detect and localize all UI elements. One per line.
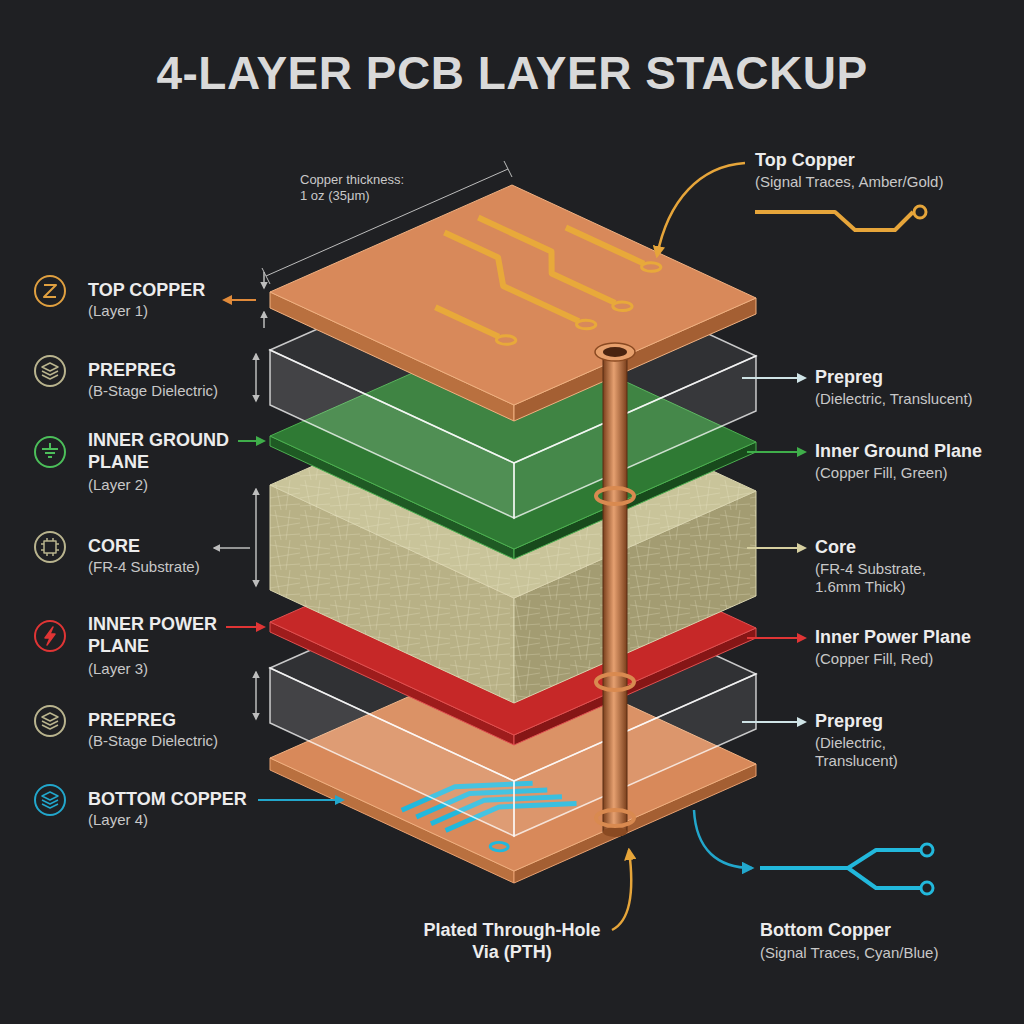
- trace-pad: [487, 841, 512, 852]
- icon-circle: [35, 276, 65, 306]
- via-ring: [596, 488, 634, 504]
- trace-pad: [638, 261, 665, 273]
- leader-arrow: [742, 721, 805, 723]
- layer-name: Inner Power Plane: [815, 627, 971, 649]
- plated-via: [595, 343, 635, 837]
- layer-name: Inner Ground Plane: [815, 441, 982, 463]
- leader-arrow: [238, 440, 264, 442]
- trace-pad: [921, 882, 933, 894]
- layer-note: (Dielectric, Translucent): [815, 734, 925, 770]
- layer-name: BOTTOM COPPER: [88, 789, 247, 811]
- dimension-tick: [263, 312, 265, 328]
- layer-note: (Signal Traces, Cyan/Blue): [760, 944, 938, 962]
- layer-icon: [42, 792, 58, 808]
- dimension-line: [262, 161, 512, 284]
- layer-icon: [42, 363, 58, 379]
- layer-name: Bottom Copper: [760, 920, 891, 942]
- layer-note: (Copper Fill, Red): [815, 650, 933, 668]
- icon-circle: [35, 437, 65, 467]
- layer-name: Top Copper: [755, 150, 855, 172]
- leader-arrow: [657, 163, 745, 256]
- icon-circle: [35, 621, 65, 651]
- height-arrow: [255, 672, 257, 719]
- right-leaders: [612, 163, 805, 930]
- trace-pad: [921, 844, 933, 856]
- via-end: [603, 827, 627, 837]
- layer-name: INNER GROUND PLANE: [88, 430, 238, 473]
- via-label: Plated Through-Hole Via (PTH): [415, 920, 610, 963]
- leader-arrow: [694, 810, 752, 868]
- layer-note: (Copper Fill, Green): [815, 464, 948, 482]
- layer-note: (Signal Traces, Amber/Gold): [755, 173, 943, 191]
- layer-note: (B-Stage Dielectric): [88, 382, 218, 400]
- trace-icon: [755, 206, 933, 894]
- layer-icon: [42, 443, 58, 457]
- layer-name: PREPREG: [88, 710, 176, 732]
- layer-note: (Layer 4): [88, 811, 148, 829]
- leader-arrow: [214, 547, 250, 549]
- layer-name: TOP COPPER: [88, 280, 205, 302]
- layer-name: Core: [815, 537, 856, 559]
- via-ring: [596, 810, 634, 826]
- via-barrel: [603, 352, 627, 832]
- via-ring: [596, 674, 634, 690]
- layer-note: (FR-4 Substrate): [88, 558, 200, 576]
- top-copper-layer: [270, 185, 756, 421]
- layer-icon: [44, 285, 56, 297]
- layer-face: [270, 185, 756, 405]
- layer-note: (B-Stage Dielectric): [88, 732, 218, 750]
- trace-sample: [755, 212, 913, 230]
- layer-note: (Layer 1): [88, 302, 148, 320]
- trace-pad: [573, 318, 600, 330]
- leader-arrow: [747, 637, 805, 639]
- layer-name: CORE: [88, 536, 140, 558]
- dimension-tick: [263, 272, 265, 288]
- top-traces: [351, 200, 697, 357]
- trace-pad: [914, 206, 926, 218]
- layer-name: Prepreg: [815, 367, 883, 389]
- layer-icon: [45, 627, 55, 645]
- icon-circle: [35, 356, 65, 386]
- icon-circle: [35, 785, 65, 815]
- layer-note: (FR-4 Substrate, 1.6mm Thick): [815, 560, 965, 596]
- layer-name: Prepreg: [815, 711, 883, 733]
- layer-note: (Dielectric, Translucent): [815, 390, 973, 408]
- dimension-label: Copper thickness: 1 oz (35μm): [300, 172, 408, 203]
- leader-arrow: [742, 377, 805, 379]
- trace-pad: [493, 334, 520, 346]
- leader-arrow: [747, 451, 805, 453]
- icon-circle: [35, 532, 65, 562]
- via-rim: [595, 343, 635, 361]
- layer-icons: [35, 276, 65, 815]
- layer-icon: [42, 713, 58, 729]
- leader-arrow: [258, 799, 343, 801]
- via-hole: [603, 347, 627, 357]
- trace-sample: [760, 850, 920, 888]
- layer-note: (Layer 2): [88, 476, 148, 494]
- left-leaders: [214, 300, 343, 800]
- leader-arrow: [224, 299, 256, 301]
- icon-circle: [35, 706, 65, 736]
- leader-arrow: [747, 547, 805, 549]
- height-arrow: [255, 354, 257, 401]
- layer-name: INNER POWER PLANE: [88, 614, 238, 657]
- diagram-title: 4-LAYER PCB LAYER STACKUP: [0, 46, 1024, 101]
- trace-pad: [609, 300, 636, 312]
- leader-arrow: [612, 850, 631, 930]
- thickness-dimension: [262, 161, 512, 328]
- signal-trace: [357, 203, 675, 347]
- layer-name: PREPREG: [88, 360, 176, 382]
- leader-arrow: [226, 626, 264, 628]
- layer-note: (Layer 3): [88, 660, 148, 678]
- layer-icon: [41, 538, 59, 556]
- height-arrow: [255, 489, 257, 586]
